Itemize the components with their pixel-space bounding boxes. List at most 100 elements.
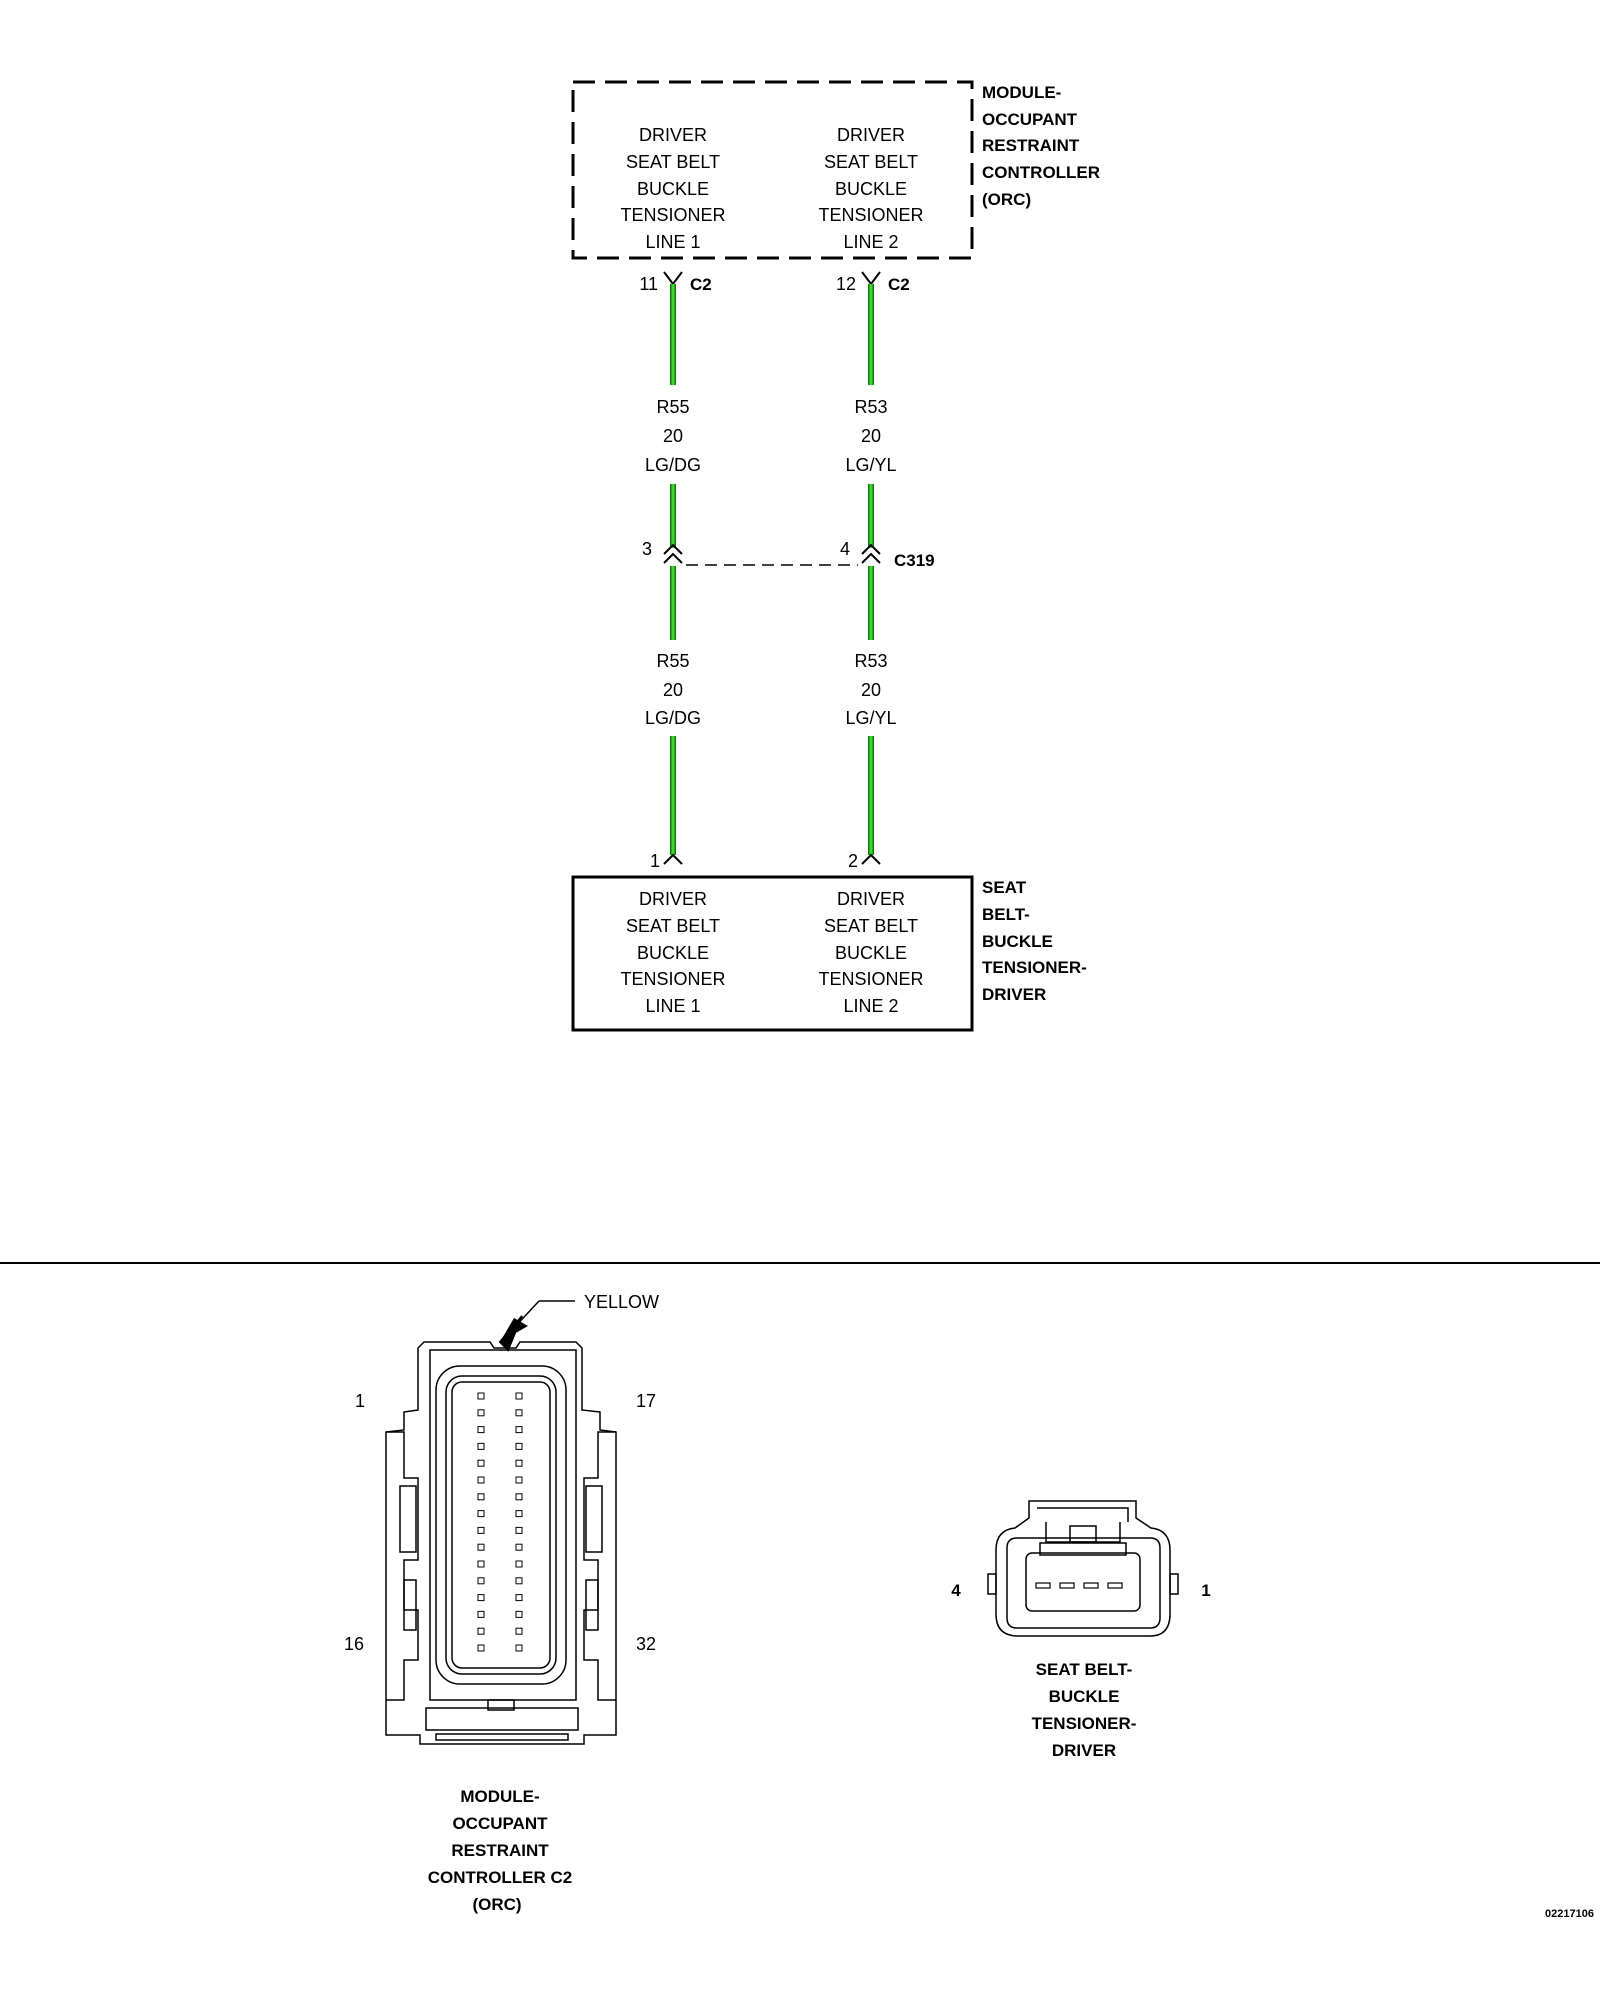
orc-module-title: MODULE- OCCUPANT RESTRAINT CONTROLLER (O…	[982, 83, 1100, 209]
pin-cavity	[515, 1610, 523, 1618]
orc-line2-text: TENSIONER	[818, 205, 923, 225]
orc-c2-pin-cavities	[477, 1392, 523, 1652]
tensioner-caption-text: SEAT BELT-	[1036, 1660, 1133, 1679]
pin-cavity	[515, 1426, 523, 1434]
wire-r53-upper-gauge: 20	[861, 426, 881, 446]
tensioner-pin-1-terminal	[663, 853, 683, 865]
tensioner-line1-text: SEAT BELT	[626, 916, 720, 936]
pin-cavity	[515, 1510, 523, 1518]
pin-cavity	[1107, 1582, 1123, 1589]
wire-r53-lower-gauge: 20	[861, 680, 881, 700]
orc-line2-text: SEAT BELT	[824, 152, 918, 172]
tensioner-pin-2-label: 2	[848, 851, 858, 871]
tensioner-line1-text: TENSIONER	[620, 969, 725, 989]
tensioner-component-title: SEAT BELT- BUCKLE TENSIONER- DRIVER	[982, 878, 1087, 1004]
orc-line2-text: LINE 2	[843, 232, 898, 252]
orc-line1-text: TENSIONER	[620, 205, 725, 225]
tensioner-caption-text: DRIVER	[1052, 1741, 1116, 1760]
tensioner-title-text: SEAT	[982, 878, 1027, 897]
wire-r55-upper-gauge: 20	[663, 426, 683, 446]
pin-cavity	[477, 1577, 485, 1585]
orc-c2-connector-view: YELLOW 1 17 16 32	[344, 1292, 659, 1745]
tensioner-line2-text: SEAT BELT	[824, 916, 918, 936]
pin-cavity	[515, 1543, 523, 1551]
pin-cavity	[515, 1560, 523, 1568]
wire-r55-lower-color: LG/DG	[645, 708, 701, 728]
orc-c2-pin-16-label: 16	[344, 1634, 364, 1654]
wire-r55-lower-circuit: R55	[656, 651, 689, 671]
orc-pin-12-connector: C2	[888, 275, 910, 294]
pin-cavity	[477, 1560, 485, 1568]
orc-c2-caption-text: CONTROLLER C2	[428, 1868, 573, 1887]
tensioner-line2-text: LINE 2	[843, 996, 898, 1016]
tensioner-line2-label: DRIVER SEAT BELT BUCKLE TENSIONER LINE 2	[818, 889, 923, 1016]
pin-cavity	[515, 1476, 523, 1484]
pin-cavity	[515, 1442, 523, 1450]
pin-cavity	[515, 1493, 523, 1501]
figure-id: 02217106	[1545, 1908, 1594, 1920]
tensioner-pin-1-label: 1	[650, 851, 660, 871]
tensioner-connector-caption: SEAT BELT- BUCKLE TENSIONER- DRIVER	[1032, 1660, 1137, 1760]
orc-c2-caption-text: MODULE-	[460, 1787, 539, 1806]
orc-title-text: MODULE-	[982, 83, 1061, 102]
orc-pin-12-label: 12	[836, 274, 856, 294]
orc-line2-text: BUCKLE	[835, 179, 907, 199]
pin-cavity	[477, 1627, 485, 1635]
pin-cavity	[477, 1510, 485, 1518]
c319-pin-4-terminal	[861, 543, 881, 564]
pin-cavity	[477, 1409, 485, 1417]
pin-cavity	[477, 1426, 485, 1434]
tensioner-pin-2-terminal	[861, 853, 881, 865]
orc-c2-pin-1-label: 1	[355, 1391, 365, 1411]
tensioner-title-text: BELT-	[982, 905, 1030, 924]
orc-title-text: CONTROLLER	[982, 163, 1100, 182]
orc-line1-text: SEAT BELT	[626, 152, 720, 172]
orc-c2-pin-32-label: 32	[636, 1634, 656, 1654]
orc-c2-caption-text: OCCUPANT	[452, 1814, 548, 1833]
pin-cavity	[515, 1409, 523, 1417]
orc-title-text: OCCUPANT	[982, 110, 1078, 129]
pin-cavity	[477, 1594, 485, 1602]
pin-cavity	[477, 1392, 485, 1400]
orc-c2-caption-text: RESTRAINT	[451, 1841, 549, 1860]
orc-pin-11-connector: C2	[690, 275, 712, 294]
orc-line1-text: BUCKLE	[637, 179, 709, 199]
wire-r53-upper-circuit: R53	[854, 397, 887, 417]
pin-cavity	[515, 1577, 523, 1585]
orc-c2-color-label: YELLOW	[584, 1292, 659, 1312]
orc-line1-text: LINE 1	[645, 232, 700, 252]
tensioner-title-text: BUCKLE	[982, 932, 1053, 951]
pin-cavity	[477, 1543, 485, 1551]
tensioner-caption-text: TENSIONER-	[1032, 1714, 1137, 1733]
orc-c2-caption-text: (ORC)	[472, 1895, 521, 1914]
wire-r55-lower-gauge: 20	[663, 680, 683, 700]
tensioner-title-text: TENSIONER-	[982, 958, 1087, 977]
orc-module-box	[571, 80, 974, 260]
wire-r53-lower-circuit: R53	[854, 651, 887, 671]
pin-cavity	[477, 1476, 485, 1484]
orc-c2-caption: MODULE- OCCUPANT RESTRAINT CONTROLLER C2…	[428, 1787, 573, 1914]
tensioner-line2-text: BUCKLE	[835, 943, 907, 963]
wire-r55-upper-color: LG/DG	[645, 455, 701, 475]
pin-cavity	[1035, 1582, 1051, 1589]
c319-pin-3-label: 3	[642, 539, 652, 559]
pin-cavity	[1059, 1582, 1075, 1589]
orc-c2-pin-17-label: 17	[636, 1391, 656, 1411]
pin-cavity	[1083, 1582, 1099, 1589]
pin-cavity	[477, 1644, 485, 1652]
orc-line2-label: DRIVER SEAT BELT BUCKLE TENSIONER LINE 2	[818, 125, 923, 252]
tensioner-connector-view: 4 1	[951, 1500, 1211, 1637]
orc-title-text: (ORC)	[982, 190, 1031, 209]
tensioner-view-pin-1-label: 1	[1201, 1581, 1210, 1600]
tensioner-line1-text: BUCKLE	[637, 943, 709, 963]
wire-r55-upper-circuit: R55	[656, 397, 689, 417]
tensioner-line1-label: DRIVER SEAT BELT BUCKLE TENSIONER LINE 1	[620, 889, 725, 1016]
tensioner-line2-text: DRIVER	[837, 889, 905, 909]
tensioner-component-box	[571, 875, 974, 1032]
pin-cavity	[477, 1442, 485, 1450]
orc-line1-label: DRIVER SEAT BELT BUCKLE TENSIONER LINE 1	[620, 125, 725, 252]
tensioner-pin-cavities	[1035, 1582, 1123, 1589]
pin-cavity	[477, 1526, 485, 1534]
tensioner-caption-text: BUCKLE	[1049, 1687, 1120, 1706]
